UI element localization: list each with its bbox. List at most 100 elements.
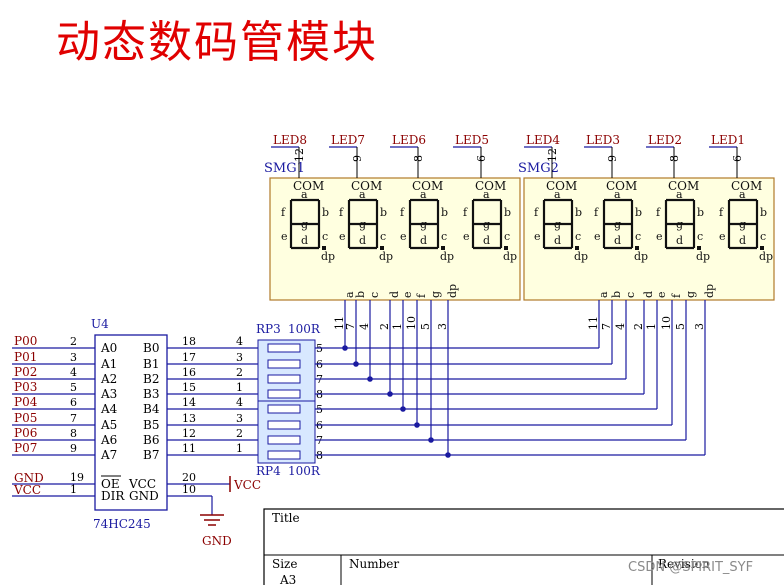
display-1-com-text-2: COM <box>668 179 699 193</box>
display-0-seg-label-6: g <box>429 291 442 298</box>
resnet-0-resistor-3 <box>267 389 301 399</box>
digit-1-0-label-f: f <box>534 206 539 219</box>
digit-1-3-label-a: a <box>739 188 746 201</box>
digit-0-0-label-e: e <box>281 230 288 243</box>
digit-1-0-label-d: d <box>554 234 561 247</box>
ic-left-name-3: A3 <box>100 387 117 401</box>
ic-ctrl-left-num-1: 1 <box>70 483 77 496</box>
display-1-seg-pin-2: 4 <box>614 323 627 330</box>
display-0-seg-label-3: d <box>388 291 401 298</box>
digit-0-3-label-f: f <box>463 206 468 219</box>
ic-net-4: P04 <box>14 395 38 409</box>
resnet-1-resistor-3 <box>267 450 301 460</box>
digit-0-2-label-e: e <box>400 230 407 243</box>
digit-1-0-label-g: g <box>554 218 561 231</box>
digit-1-3-label-d: d <box>739 234 746 247</box>
display-1-com-pin-0: 12 <box>546 148 559 162</box>
digit-1-2-label-c: c <box>697 230 703 243</box>
junction-smg1-5 <box>414 422 420 428</box>
titleblock-revision-label: Revision <box>658 557 710 571</box>
ic-right-name-1: B1 <box>143 357 159 371</box>
junction-smg1-2 <box>367 376 373 382</box>
digit-1-1-label-dp: dp <box>634 250 648 263</box>
digit-1-0-label-c: c <box>575 230 581 243</box>
digit-1-1-label-g: g <box>614 218 621 231</box>
digit-1-2-label-e: e <box>656 230 663 243</box>
digit-0-3-label-c: c <box>504 230 510 243</box>
digit-0-3-label-g: g <box>483 218 490 231</box>
resnet-1-value: 100R <box>288 464 321 478</box>
display-1-seg-pin-0: 11 <box>587 316 600 330</box>
watermark: CSDN @SPIRIT_SYF <box>628 560 754 575</box>
display-1-seg-label-2: c <box>624 292 637 298</box>
ic-left-num-0: 2 <box>70 335 77 348</box>
digit-1-1-seg-dp <box>635 246 639 250</box>
ic-right-name-3: B3 <box>143 387 159 401</box>
titleblock-size-label: Size <box>272 557 297 571</box>
ic-left-num-2: 4 <box>70 366 77 379</box>
ic-left-num-4: 6 <box>70 396 77 409</box>
display-1-seg-pin-5: 10 <box>660 316 673 330</box>
digit-0-2-label-a: a <box>420 188 427 201</box>
ic-left-name-0: A0 <box>100 341 117 355</box>
page-title: 动态数码管模块 <box>56 17 378 68</box>
display-0-com-pin-0: 12 <box>293 148 306 162</box>
ic-ctrl-left-name-0: OE <box>101 477 120 491</box>
digit-1-3-label-g: g <box>739 218 746 231</box>
digit-1-2-label-dp: dp <box>696 250 710 263</box>
resnet-0-resistor-0 <box>267 343 301 353</box>
display-1-seg-label-5: f <box>670 293 683 298</box>
digit-0-3-label-d: d <box>483 234 490 247</box>
ic-ctrl-right-num-1: 10 <box>182 483 196 496</box>
digit-1-0-label-e: e <box>534 230 541 243</box>
junction-smg1-4 <box>400 406 406 412</box>
ic-right-num-5: 13 <box>182 412 196 425</box>
digit-0-2-label-c: c <box>441 230 447 243</box>
ic-net-5: P05 <box>14 411 37 425</box>
display-0-seg-pin-4: 1 <box>391 323 404 330</box>
display-0-seg-pin-0: 11 <box>333 316 346 330</box>
display-0-com-text-1: COM <box>351 179 382 193</box>
display-1-body <box>523 177 775 301</box>
digit-0-2-label-b: b <box>441 206 448 219</box>
ic-left-num-6: 8 <box>70 427 77 440</box>
digit-1-2-label-d: d <box>676 234 683 247</box>
resnet-0-ref: RP3 <box>256 322 281 336</box>
ic-right-num-7: 11 <box>182 442 196 455</box>
ic-ctrl-net-0: GND <box>14 471 44 485</box>
resnet-0-left-pin-1: 3 <box>236 351 243 364</box>
ic-right-num-3: 15 <box>182 381 196 394</box>
display-0-led-label-0: LED8 <box>273 133 307 147</box>
junction-smg1-3 <box>387 391 393 397</box>
titleblock-size-value: A3 <box>279 573 296 585</box>
ic-right-name-7: B7 <box>143 448 159 462</box>
gnd-label: GND <box>202 534 232 548</box>
display-0-com-pin-2: 8 <box>412 155 425 162</box>
display-0-seg-label-4: e <box>401 291 414 298</box>
ic-ctrl-right-num-0: 20 <box>182 471 196 484</box>
ic-ctrl-left-num-0: 19 <box>70 471 84 484</box>
digit-1-1-label-a: a <box>614 188 621 201</box>
digit-0-3-label-e: e <box>463 230 470 243</box>
digit-0-1-label-e: e <box>339 230 346 243</box>
digit-1-2-seg-dp <box>697 246 701 250</box>
ic-left-name-2: A2 <box>100 372 117 386</box>
display-1-seg-label-4: e <box>655 291 668 298</box>
resnet-1-left-pin-3: 1 <box>236 442 243 455</box>
ic-right-name-2: B2 <box>143 372 159 386</box>
display-0-ref: SMG1 <box>264 161 305 176</box>
display-0-seg-label-0: a <box>343 291 356 298</box>
digit-0-0-label-c: c <box>322 230 328 243</box>
display-0-seg-pin-3: 2 <box>378 323 391 330</box>
ic-right-name-0: B0 <box>143 341 159 355</box>
digit-0-0-label-dp: dp <box>321 250 335 263</box>
ic-ctrl-net-1: VCC <box>13 483 41 497</box>
display-1-seg-label-6: g <box>684 291 697 298</box>
display-1-seg-label-7: dp <box>703 284 716 298</box>
resnet-0-resistor-1 <box>267 359 301 369</box>
digit-0-3-label-a: a <box>483 188 490 201</box>
ic-body <box>94 334 168 511</box>
display-1-led-label-0: LED4 <box>526 133 560 147</box>
digit-1-2-label-a: a <box>676 188 683 201</box>
digit-1-0-seg-dp <box>575 246 579 250</box>
